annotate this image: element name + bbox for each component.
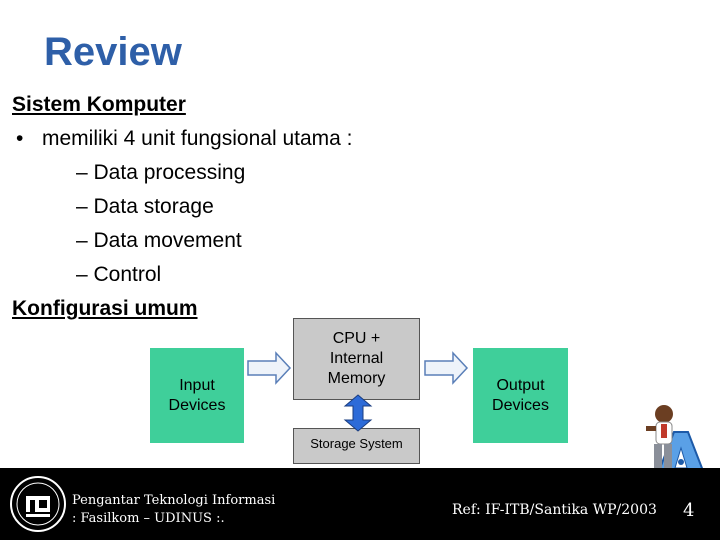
- cpu-label-line3: Memory: [327, 370, 386, 387]
- input-label-line1: Input: [179, 376, 215, 394]
- output-label-line2: Devices: [492, 396, 549, 414]
- subitem-data-movement: – Data movement: [76, 229, 242, 252]
- input-to-cpu-arrow: [247, 351, 292, 385]
- subitem-control: – Control: [76, 263, 162, 286]
- cpu-to-output-arrow: [424, 351, 469, 385]
- page-number: 4: [683, 500, 695, 521]
- subitem-data-processing: – Data processing: [76, 161, 246, 184]
- input-label-line2: Devices: [168, 396, 226, 414]
- footer-course-line2: : Fasilkom – UDINUS :.: [72, 511, 225, 526]
- cpu-label-line2: Internal: [329, 350, 384, 367]
- footer-course-line1: Pengantar Teknologi Informasi: [72, 493, 276, 508]
- cpu-label-line1: CPU +: [332, 330, 381, 347]
- storage-label: Storage System: [310, 436, 403, 451]
- slide-title: Review: [44, 30, 182, 74]
- output-label-line1: Output: [496, 376, 545, 394]
- bullet-functional-units: memiliki 4 unit fungsional utama :: [42, 127, 353, 150]
- heading-konfigurasi-umum: Konfigurasi umum: [12, 297, 198, 320]
- output-devices-box: Output Devices: [473, 348, 568, 443]
- footer-bar: Pengantar Teknologi Informasi : Fasilkom…: [0, 468, 720, 540]
- input-devices-box: Input Devices: [150, 348, 244, 443]
- cpu-memory-box: CPU + Internal Memory: [293, 318, 420, 400]
- university-seal-icon: [10, 476, 66, 532]
- cpu-storage-double-arrow: [343, 394, 373, 432]
- footer-course: Pengantar Teknologi Informasi : Fasilkom…: [72, 492, 275, 528]
- footer-reference: Ref: IF-ITB/Santika WP/2003: [452, 502, 657, 518]
- storage-system-box: Storage System: [293, 428, 420, 464]
- bullet-marker: •: [16, 127, 24, 150]
- heading-sistem-komputer: Sistem Komputer: [12, 93, 186, 116]
- subitem-data-storage: – Data storage: [76, 195, 214, 218]
